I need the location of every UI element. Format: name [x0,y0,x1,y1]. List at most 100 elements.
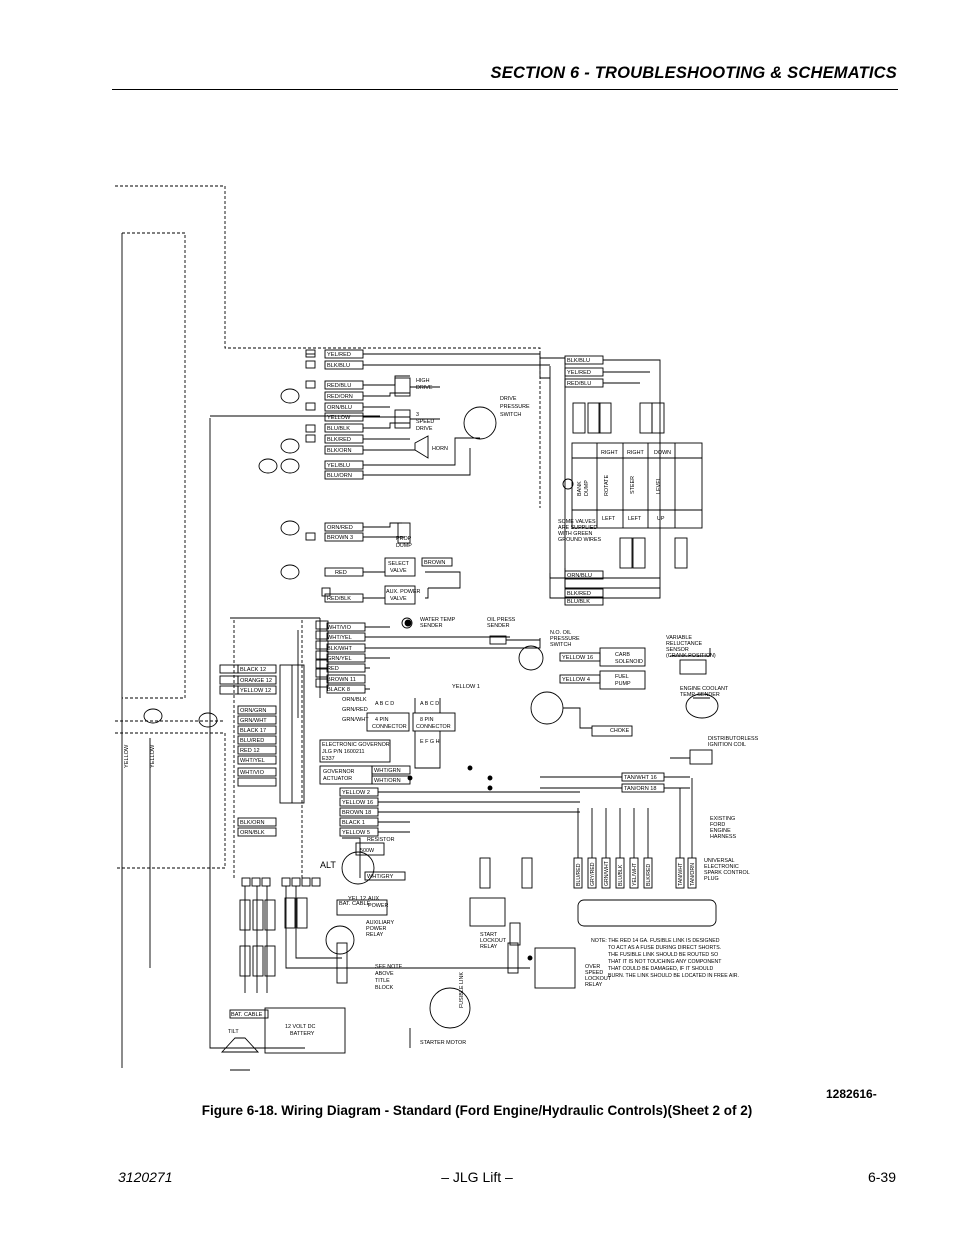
lbl-coolant-2: TEMP. SENDER [680,692,720,698]
lbl-up: UP [657,516,665,522]
wire-blu-blk-b: BLU/BLK [567,599,590,605]
wire-brown: BROWN [424,560,445,566]
lbl-vr-2: RELUCTANCE [666,641,703,647]
lbl-battery-1: 12 VOLT DC [285,1024,315,1030]
wire-orn-blk: ORN/BLK [342,697,367,703]
lbl-dps-3: SWITCH [500,412,521,418]
lbl-ns-2: PRESSURE [550,636,580,642]
speed-drive-solenoid [394,409,411,429]
lbl-right-a: RIGHT [601,450,618,456]
lbl-vr-4: (CRANK POSITION) [666,653,716,659]
plug-wire-labels: BLU/RED GRY/RED GRN/WHT BLU/BLK YEL/WHT … [576,860,696,886]
lbl-valves-1: SOME VALVES [558,519,596,525]
lbl-univ-4: PLUG [704,876,719,882]
lbl-8pin-1: A B C D [420,701,439,707]
plug-label-3: GRN/WHT [604,860,610,886]
lbl-drive: DRIVE [416,385,433,391]
wire-wht-orn: WHT/ORN [374,778,401,784]
note-line-3: THE FUSIBLE LINK SHOULD BE ROUTED SO [608,952,718,958]
wire-wht-vio: WHT/VIO [327,625,352,631]
wire-grn-red: GRN/RED [342,707,368,713]
lbl-select-valve: VALVE [390,568,407,574]
lbl-univ-2: ELECTRONIC [704,864,739,870]
wire-blk-orn: BLK/ORN [327,448,352,454]
wire-blk-wht: BLK/WHT [327,646,352,652]
wire-orn-blk-b: ORN/BLK [240,830,265,836]
wire-wht-yel-b: WHT/YEL [240,758,265,764]
drive-pressure-switch [463,406,497,440]
lbl-res-val: 500W [360,848,375,854]
select-valve-wire-box [421,557,453,567]
lbl-oil-1: OIL PRESS [487,617,516,623]
upper-harness [305,349,550,603]
lbl-vr-3: SENSOR [666,647,689,653]
lbl-starter: STARTER MOTOR [420,1040,466,1046]
lbl-univ-3: SPARK CONTROL [704,870,750,876]
lbl-over-4: RELAY [585,982,603,988]
lbl-exist-2: FORD [710,822,725,828]
lbl-dist-1: DISTRIBUTORLESS [708,736,759,742]
wire-orn-blu: ORN/BLU [327,405,352,411]
wire-tan-wht-16: TAN/WHT 16 [624,775,657,781]
lbl-high: HIGH [416,378,430,384]
left-dashed-borders [115,185,541,878]
lbl-see-note-1: SEE NOTE [375,964,403,970]
lbl-dps-1: DRIVE [500,396,517,402]
wire-yellow-2: YELLOW 2 [342,790,370,796]
lbl-speed-drive: DRIVE [416,426,433,432]
lbl-ns-1: N.O. OIL [550,630,571,636]
lbl-8pin-3: CONNECTOR [416,724,451,730]
wire-wht-yel: WHT/YEL [327,635,352,641]
lbl-exist-3: ENGINE [710,828,731,834]
wire-red-mid: RED [327,666,339,672]
left-solid-lines [121,233,380,1068]
note-line-2: TO ACT AS A FUSE DURING DIRECT SHORTS. [608,945,721,951]
wire-orn-red: ORN/RED [327,525,353,531]
footer-doc-number: 3120271 [118,1169,173,1185]
wire-blk-blu-b: BLK/BLU [567,358,590,364]
lbl-aux: AUX. POWER [386,589,421,595]
lbl-alt: ALT [320,860,336,870]
lbl-exist-1: EXISTING [710,816,735,822]
plug-label-6: BLK/RED [646,864,652,886]
note-line-5: THAT COULD BE DAMAGED, IF IT SHOULD [608,966,713,972]
footer-brand: – JLG Lift – [441,1169,513,1185]
note-line-1: NOTE: THE RED 14 GA. FUSIBLE LINK IS DES… [591,938,720,944]
wire-bat-cable-b: BAT. CABLE [231,1012,263,1018]
section-title: SECTION 6 - TROUBLESHOOTING & SCHEMATICS [490,64,897,82]
lbl-gov-1: ELECTRONIC GOVERNOR [322,742,390,748]
lbl-dps-2: PRESSURE [500,404,530,410]
lbl-speed-num: 3 [416,412,419,418]
wire-yellow-4: YELLOW 4 [562,677,590,683]
wire-grn-wht-b: GRN/WHT [240,718,267,724]
lbl-select: SELECT [388,561,410,567]
wire-red-12: RED 12 [240,748,260,754]
wire-bat-cable-a: BAT. CABLE [339,901,371,907]
horn-shape [414,435,429,459]
engine-harness [230,617,719,793]
wire-blk-red: BLK/RED [327,437,351,443]
lbl-aux-relay-5: RELAY [366,932,384,938]
drawing-number: 1282616- [826,1087,877,1101]
wire-grn-yel: GRN/YEL [327,656,352,662]
figure-caption: Figure 6-18. Wiring Diagram - Standard (… [201,1103,753,1118]
wire-yellow-vertical: YELLOW [124,744,130,768]
wire-yellow-16b: YELLOW 16 [562,655,593,661]
plug-label-7: TAN/WHT [678,862,684,886]
lbl-over-1: OVER [585,964,600,970]
wire-red-orn: RED/ORN [327,394,353,400]
governor-group [319,698,580,837]
box-12 [321,587,331,597]
wire-brown-3: BROWN 3 [327,535,353,541]
lbl-dist-2: IGNITION COIL [708,742,746,748]
wire-blk-red-b: BLK/RED [567,591,591,597]
lbl-gov-act-2: ACTUATOR [323,776,352,782]
plug-label-2: GRY/RED [590,862,596,886]
wire-yellow-1: YELLOW 1 [452,684,480,690]
wire-tan-orn-18: TAN/ORN 18 [624,786,657,792]
wire-brown-18: BROWN 18 [342,810,371,816]
lbl-gov-2: JLG P/N 1600211 [322,749,364,755]
lbl-aux-relay-4: POWER [366,926,386,932]
lbl-start-1: START [480,932,498,938]
wire-black-1: BLACK 1 [342,820,365,826]
